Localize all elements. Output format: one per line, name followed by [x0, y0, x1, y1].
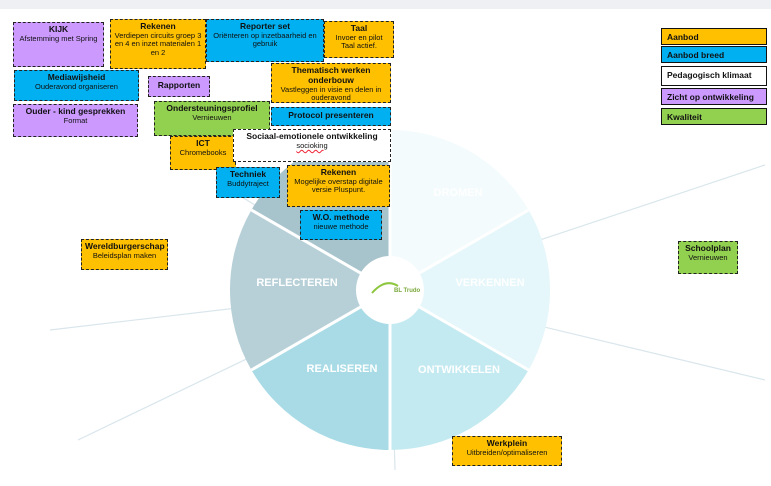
- card-thematisch-werken-sub: Vastleggen in visie en delen in ouderavo…: [280, 84, 382, 103]
- card-reporter-set-sub: Oriënteren op inzetbaarheid en gebruik: [213, 30, 317, 49]
- card-ouder-kind-gesprekken-sub: Format: [63, 115, 88, 125]
- card-kijk: KIJK Afstemming met Spring: [13, 22, 104, 67]
- card-protocol-presenteren-title: Protocol presenteren: [288, 110, 374, 120]
- card-wo-methode: W.O. methode nieuwe methode: [300, 210, 382, 240]
- segment-label-ontwikkelen: ONTWIKKELEN: [418, 364, 500, 376]
- logo-swoosh: [371, 282, 399, 294]
- card-taal: Taal Invoer en pilot Taal actief.: [324, 21, 394, 58]
- card-mediawijsheid: Mediawijsheid Ouderavond organiseren: [14, 70, 139, 101]
- card-werkplein: Werkplein Uitbreiden/optimaliseren: [452, 436, 562, 466]
- card-ondersteuningsprofiel-sub: Vernieuwen: [192, 112, 232, 122]
- legend-aanbod-breed: Aanbod breed: [661, 46, 767, 63]
- card-rekenen-pluspunt-title: Rekenen: [320, 167, 357, 177]
- segment-ontwikkelen: [390, 290, 529, 451]
- card-techniek-sub: Buddytraject: [227, 178, 269, 188]
- segment-label-reflecteren: REFLECTEREN: [256, 277, 337, 289]
- card-reporter-set-title: Reporter set: [239, 21, 291, 31]
- segment-label-dromen: DROMEN: [434, 187, 483, 199]
- card-ict-sub: Chromebooks: [179, 147, 227, 157]
- card-techniek: Techniek Buddytraject: [216, 167, 280, 198]
- card-kijk-sub: Afstemming met Spring: [19, 33, 98, 43]
- card-ouder-kind-gesprekken-title: Ouder - kind gesprekken: [25, 106, 126, 116]
- center-hub: [356, 256, 424, 324]
- card-taal-title: Taal: [350, 23, 368, 33]
- card-wereldburgerschap: Wereldburgerschap Beleidsplan maken: [81, 239, 168, 270]
- card-kijk-title: KIJK: [48, 24, 69, 34]
- card-reporter-set: Reporter set Oriënteren op inzetbaarheid…: [206, 19, 324, 62]
- card-rekenen-circuits-sub: Verdiepen circuits groep 3 en 4 en inzet…: [114, 30, 202, 58]
- top-bar: [0, 0, 771, 9]
- legend-zicht-op-ontwikkeling: Zicht op ontwikkeling: [661, 88, 767, 105]
- card-sociaal-emotionele-ontwikkeling: Sociaal-emotionele ontwikkeling sociokin…: [233, 129, 391, 162]
- card-rekenen-circuits-title: Rekenen: [140, 21, 176, 31]
- card-ict: ICT Chromebooks: [170, 136, 236, 170]
- segment-verkennen: [390, 210, 551, 370]
- segment-realiseren: [251, 290, 390, 451]
- card-thematisch-werken-title: Thematisch werken onderbouw: [291, 65, 371, 85]
- card-ouder-kind-gesprekken: Ouder - kind gesprekken Format: [13, 104, 138, 137]
- card-rekenen-pluspunt: Rekenen Mogelijke overstap digitale vers…: [287, 165, 390, 207]
- card-ict-title: ICT: [196, 138, 210, 148]
- legend-kwaliteit: Kwaliteit: [661, 108, 767, 125]
- segment-reflecteren: [229, 210, 390, 370]
- card-ondersteuningsprofiel-title: Ondersteuningsprofiel: [166, 103, 258, 113]
- card-taal-sub: Invoer en pilot Taal actief.: [335, 32, 383, 51]
- card-protocol-presenteren: Protocol presenteren: [271, 107, 391, 126]
- card-wo-methode-sub: nieuwe methode: [313, 221, 369, 231]
- segment-label-verkennen: VERKENNEN: [455, 277, 524, 289]
- card-sociaal-emotionele-ontwikkeling-title: Sociaal-emotionele ontwikkeling: [246, 131, 378, 141]
- card-mediawijsheid-title: Mediawijsheid: [47, 72, 106, 82]
- card-rekenen-circuits: Rekenen Verdiepen circuits groep 3 en 4 …: [110, 19, 206, 69]
- card-schoolplan-title: Schoolplan: [685, 243, 731, 253]
- legend-aanbod: Aanbod: [661, 28, 767, 45]
- card-techniek-title: Techniek: [229, 169, 267, 179]
- card-rekenen-pluspunt-sub: Mogelijke overstap digitale versie Plusp…: [294, 176, 383, 195]
- card-schoolplan-sub: Vernieuwen: [688, 252, 728, 262]
- card-werkplein-title: Werkplein: [486, 438, 528, 448]
- card-thematisch-werken: Thematisch werken onderbouw Vastleggen i…: [271, 63, 391, 103]
- card-rapporten: Rapporten: [148, 76, 210, 97]
- card-wereldburgerschap-title: Wereldburgerschap: [85, 241, 165, 251]
- logo-text: BL Trudo: [394, 288, 421, 294]
- card-werkplein-sub: Uitbreiden/optimaliseren: [466, 447, 548, 457]
- segment-dromen: [390, 129, 529, 290]
- card-wereldburgerschap-sub: Beleidsplan maken: [92, 250, 157, 260]
- card-wo-methode-title: W.O. methode: [312, 212, 370, 222]
- card-sociaal-emotionele-ontwikkeling-sub: socioking: [296, 140, 328, 150]
- card-schoolplan: Schoolplan Vernieuwen: [678, 241, 738, 274]
- legend-pedagogisch-klimaat: Pedagogisch klimaat: [661, 66, 767, 86]
- card-mediawijsheid-sub: Ouderavond organiseren: [35, 81, 118, 91]
- segment-label-realiseren: REALISEREN: [307, 363, 378, 375]
- card-rapporten-title: Rapporten: [157, 80, 201, 90]
